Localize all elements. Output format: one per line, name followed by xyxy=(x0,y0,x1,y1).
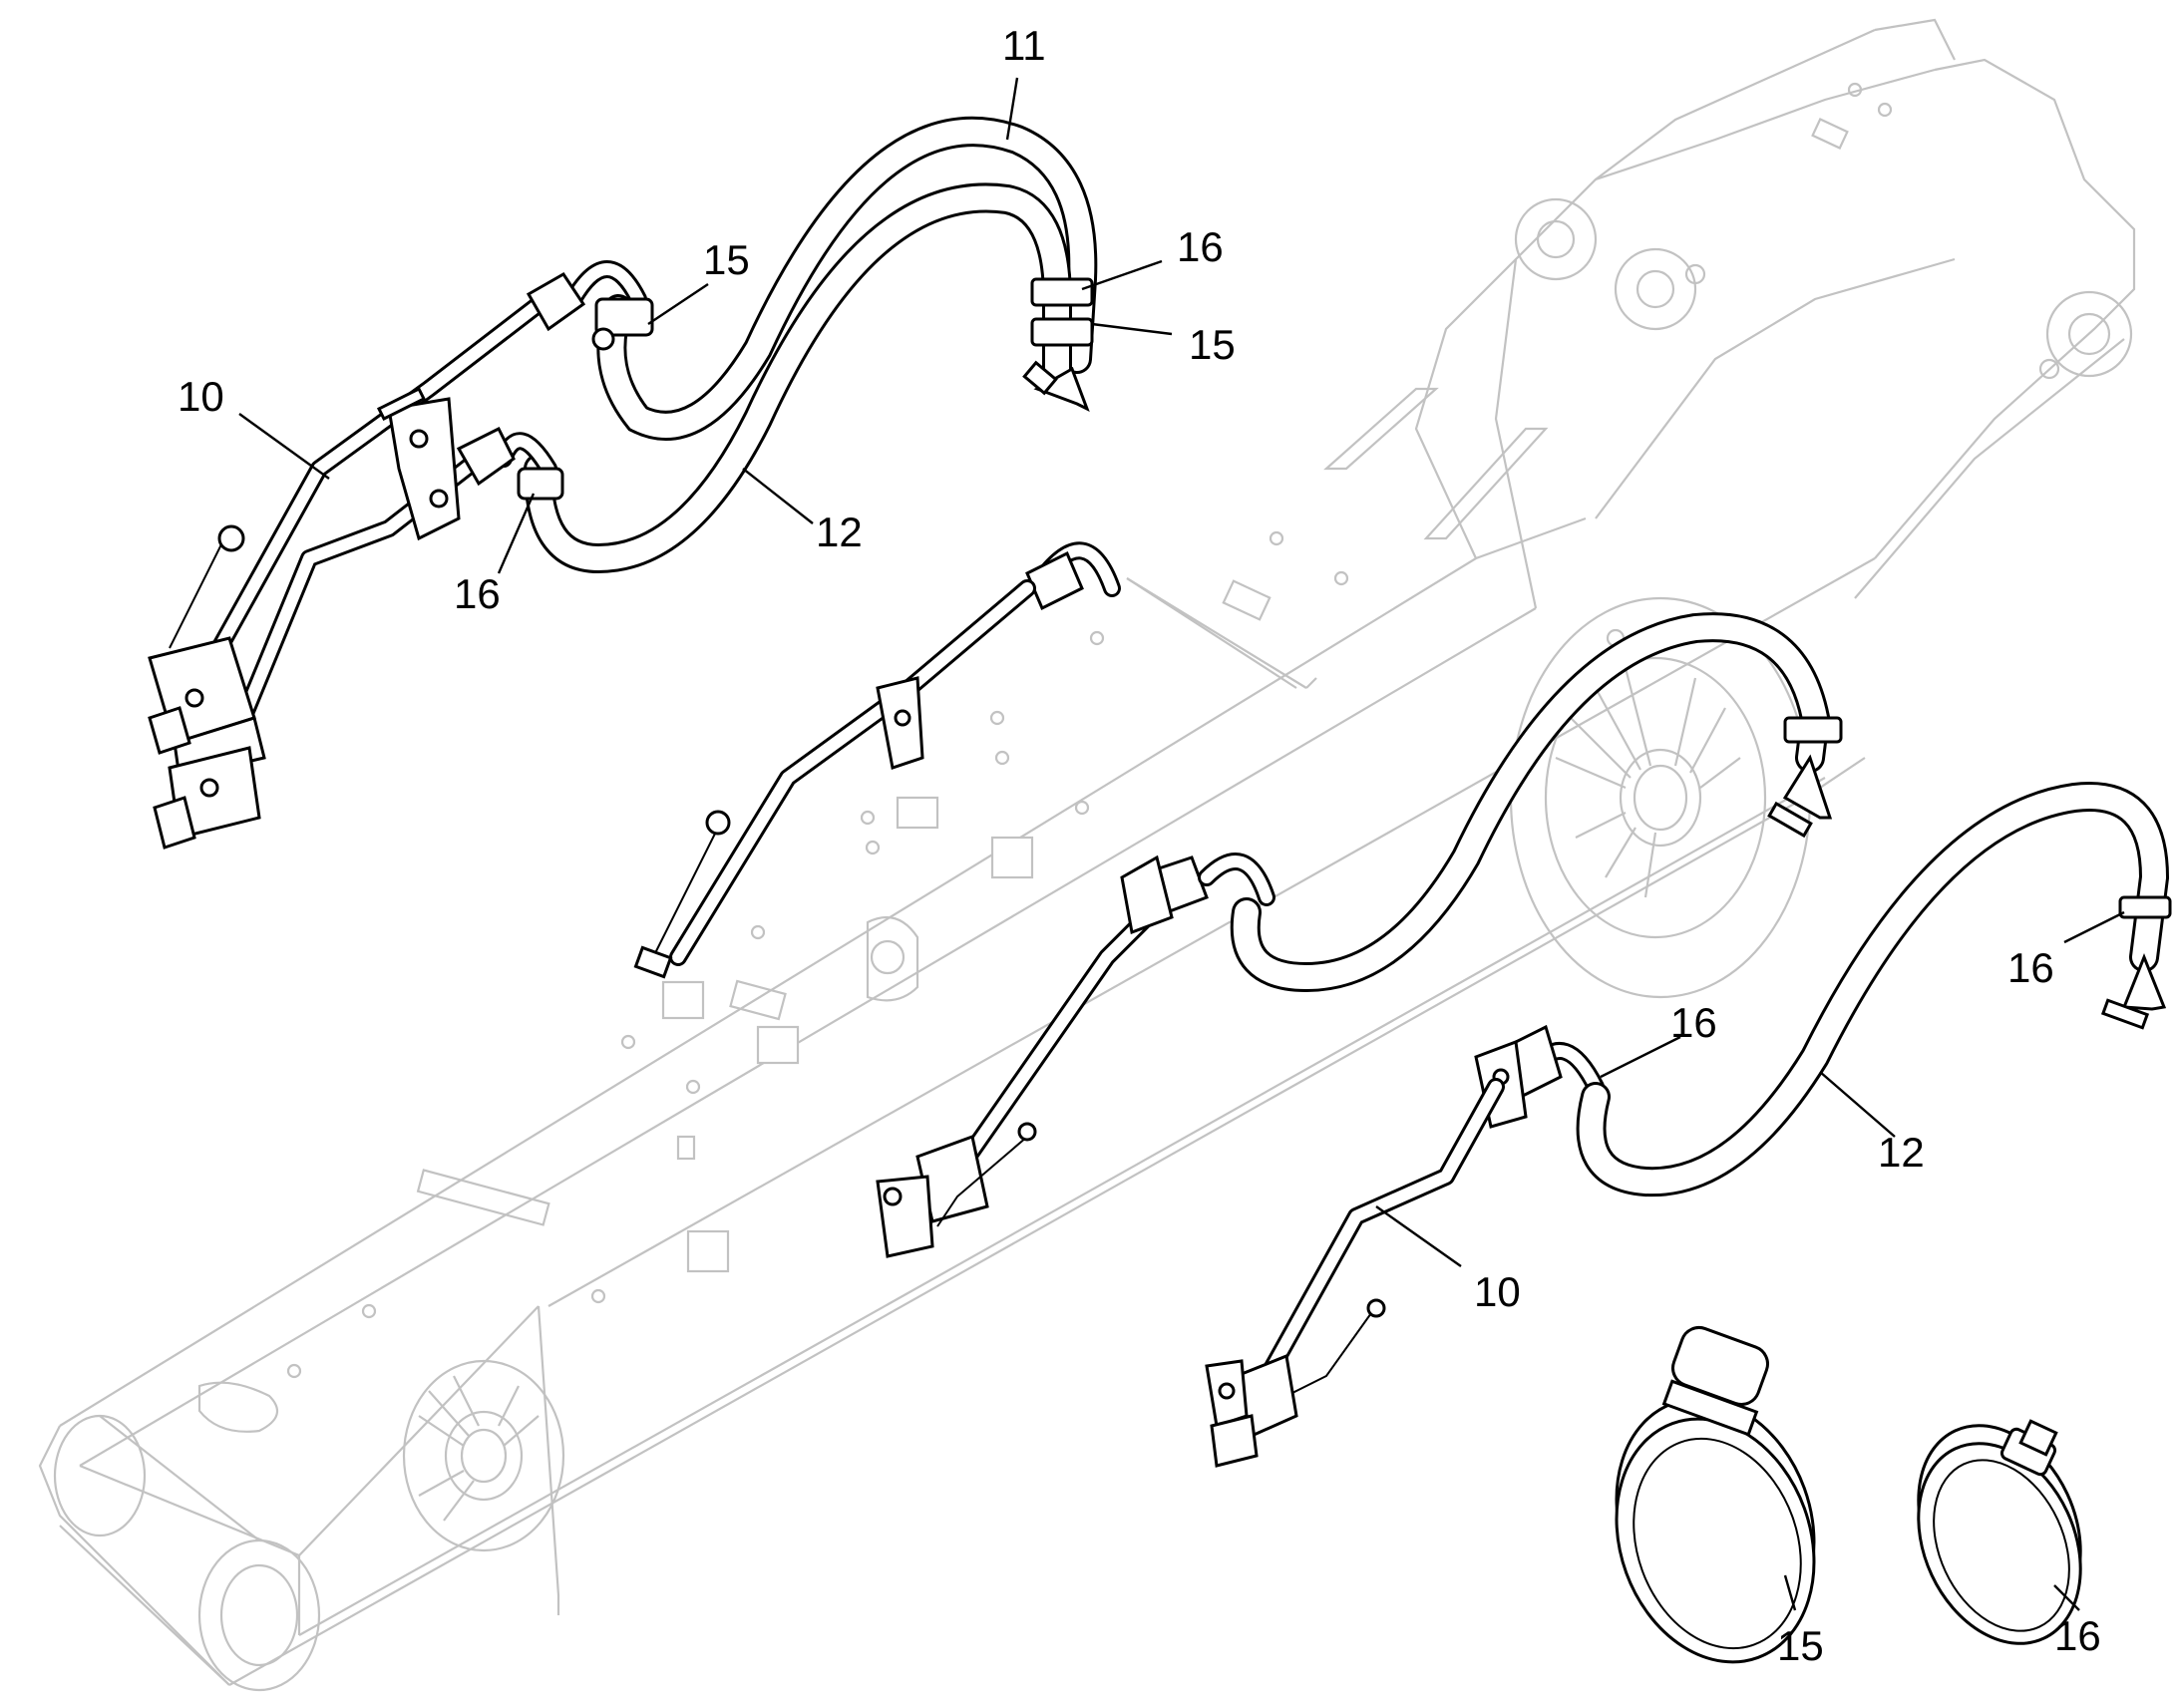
pipe-10-upper xyxy=(210,280,567,657)
hose-12-lower xyxy=(1576,782,2170,1197)
callout-16-clamp: 16 xyxy=(2054,1612,2101,1659)
callout-10-upper: 10 xyxy=(178,373,224,420)
callout-15-upper-right: 15 xyxy=(1189,321,1236,368)
callout-10-lower: 10 xyxy=(1474,1268,1521,1315)
pipe-10-lower-right xyxy=(1248,1078,1505,1405)
callout-15-upper: 15 xyxy=(703,236,750,283)
hose-12-middle xyxy=(1230,612,1831,993)
upper-left-assembly xyxy=(148,117,1098,850)
callout-16-right: 16 xyxy=(2007,944,2054,991)
callout-15-clamp: 15 xyxy=(1777,1622,1824,1669)
callout-12-upper: 12 xyxy=(816,509,863,555)
callout-11: 11 xyxy=(1002,22,1046,69)
middle-assembly xyxy=(633,541,1843,1258)
pipe-10-middle xyxy=(669,579,1036,966)
hose-clamp-16-detail xyxy=(1917,1419,2082,1645)
lower-right-assembly xyxy=(1205,782,2172,1468)
callout-labels: 11 15 16 15 10 12 16 16 16 12 10 15 16 xyxy=(178,22,2101,1669)
callout-16-lower: 16 xyxy=(1670,999,1717,1046)
boom-structure xyxy=(38,18,2136,1692)
leader-lines xyxy=(238,77,2125,1611)
deck-studs xyxy=(286,82,1893,1379)
callout-16-upper-left: 16 xyxy=(454,570,501,617)
hose-clamp-15-detail xyxy=(1615,1325,1816,1664)
callout-16-upper-right: 16 xyxy=(1177,223,1224,270)
callout-12-lower: 12 xyxy=(1878,1129,1925,1176)
